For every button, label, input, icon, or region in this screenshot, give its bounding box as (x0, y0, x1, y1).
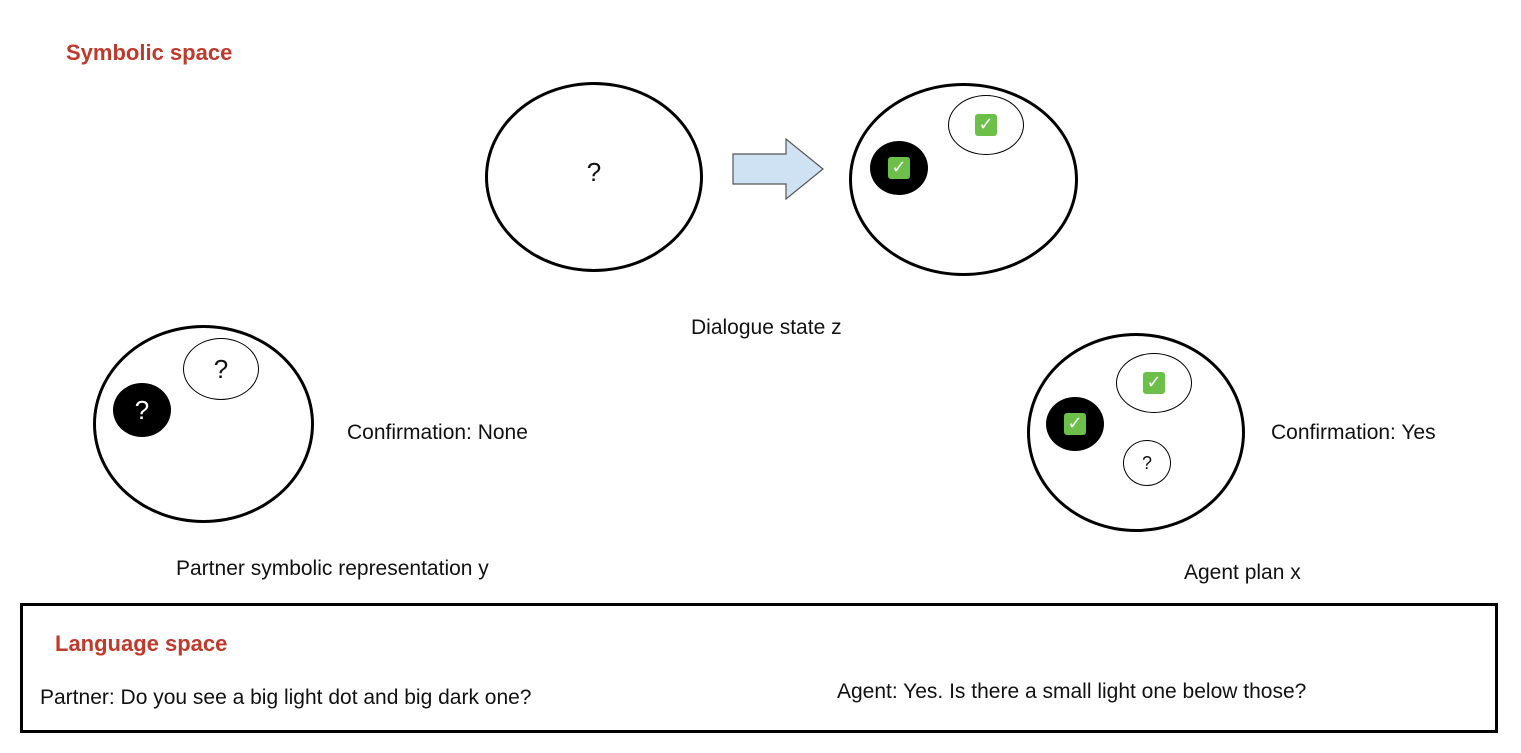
partner-dark-dot: ? (113, 383, 171, 437)
dialogue-state-before-circle: ? (485, 82, 703, 272)
dialogue-state-dark-dot: ✓ (870, 141, 928, 195)
dialogue-state-caption: Dialogue state z (691, 316, 842, 339)
partner-caption: Partner symbolic representation y (176, 557, 489, 580)
partner-light-mark: ? (213, 353, 229, 384)
agent-utterance: Agent: Yes. Is there a small light one b… (837, 680, 1307, 703)
dialogue-state-after-circle: ✓ ✓ (849, 83, 1078, 276)
partner-dark-mark: ? (134, 394, 150, 425)
agent-dark-dot: ✓ (1046, 397, 1104, 451)
agent-confirmation: Confirmation: Yes (1271, 421, 1436, 444)
check-icon: ✓ (975, 114, 997, 136)
agent-small-light-dot: ? (1123, 440, 1171, 486)
partner-confirmation: Confirmation: None (347, 421, 528, 444)
dialogue-state-before-mark: ? (586, 157, 602, 187)
agent-small-mark: ? (1141, 452, 1152, 473)
agent-caption: Agent plan x (1184, 561, 1301, 584)
dialogue-state-light-dot: ✓ (948, 95, 1024, 155)
symbolic-space-title: Symbolic space (66, 40, 233, 65)
agent-plan-circle: ✓ ✓ ? (1027, 333, 1245, 532)
check-icon: ✓ (888, 157, 910, 179)
partner-utterance: Partner: Do you see a big light dot and … (40, 686, 532, 709)
partner-light-dot: ? (183, 338, 259, 400)
check-icon: ✓ (1064, 413, 1086, 435)
partner-representation-circle: ? ? (93, 325, 314, 523)
transition-arrow (732, 137, 824, 201)
check-icon: ✓ (1143, 372, 1165, 394)
agent-light-dot: ✓ (1116, 353, 1192, 413)
language-space-box: Language space Partner: Do you see a big… (20, 603, 1498, 733)
language-space-title: Language space (55, 631, 228, 656)
